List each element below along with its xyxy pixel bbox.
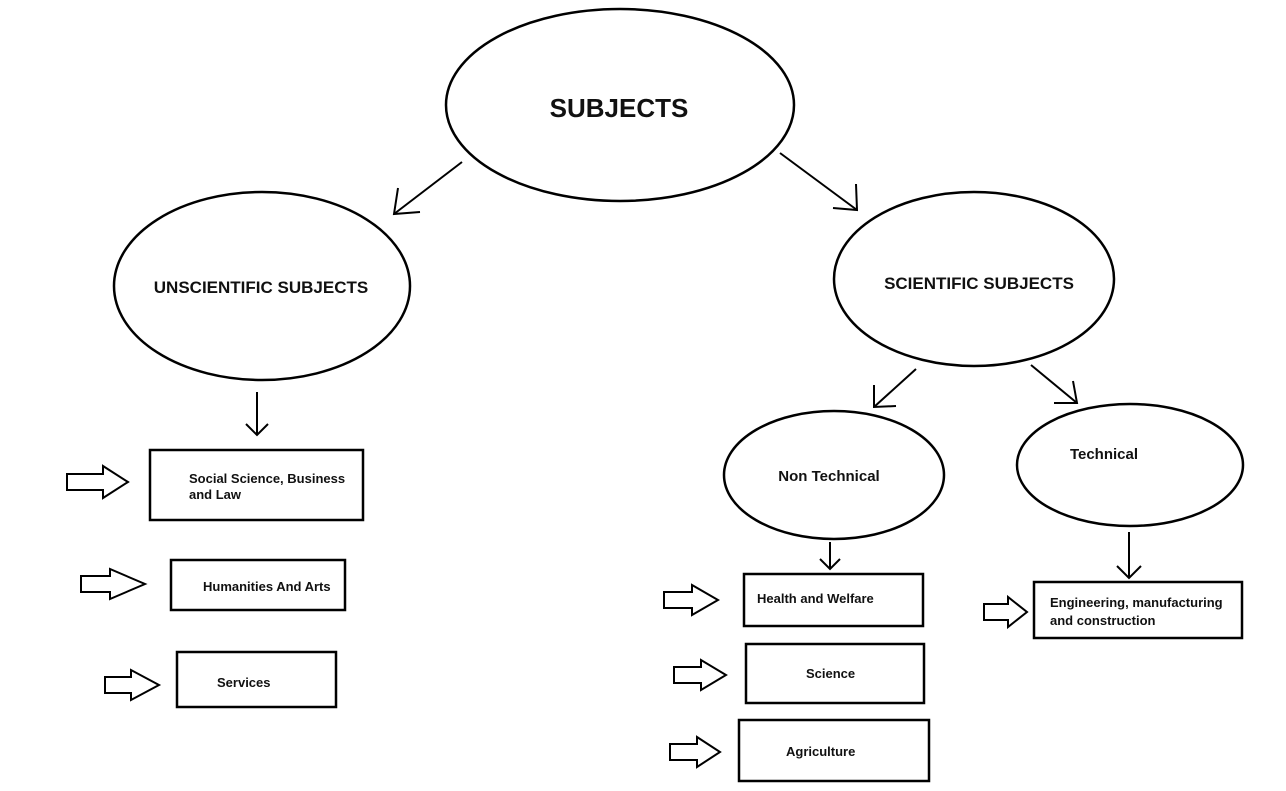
edge-root-to-unscientific xyxy=(392,161,463,216)
box-agriculture-label: Agriculture xyxy=(786,744,855,759)
edge-scientific-to-non-technical xyxy=(873,368,917,409)
node-technical-label: Technical xyxy=(1070,446,1138,463)
box-engineering-line2: and construction xyxy=(1050,613,1156,628)
box-agriculture: Agriculture xyxy=(737,718,931,783)
block-arrow-humanities xyxy=(80,567,148,601)
box-services-label: Services xyxy=(217,675,271,690)
box-engineering-line1: Engineering, manufacturing xyxy=(1050,595,1223,610)
node-technical: Technical xyxy=(1015,402,1245,528)
node-scientific-subjects: SCIENTIFIC SUBJECTS xyxy=(832,190,1116,368)
block-arrow-services xyxy=(104,668,162,702)
edge-root-to-scientific xyxy=(779,152,859,212)
node-subjects-label: SUBJECTS xyxy=(550,93,689,123)
block-arrow-health xyxy=(663,583,721,617)
box-humanities-and-arts: Humanities And Arts xyxy=(169,558,347,612)
node-subjects: SUBJECTS xyxy=(444,7,796,203)
box-science-label: Science xyxy=(806,666,855,681)
edge-technical-down xyxy=(1116,532,1142,580)
box-engineering-manufacturing-construction: Engineering, manufacturing and construct… xyxy=(1032,580,1244,640)
node-scientific-label: SCIENTIFIC SUBJECTS xyxy=(884,274,1074,293)
box-social-line1: Social Science, Business xyxy=(189,471,345,486)
block-arrow-social xyxy=(66,464,130,500)
block-arrow-agriculture xyxy=(669,735,722,769)
box-science: Science xyxy=(744,642,926,705)
node-unscientific-subjects: UNSCIENTIFIC SUBJECTS xyxy=(112,190,412,382)
box-health-and-welfare: Health and Welfare xyxy=(742,572,925,628)
box-humanities-label: Humanities And Arts xyxy=(203,579,331,594)
node-unscientific-label: UNSCIENTIFIC SUBJECTS xyxy=(154,278,368,297)
box-social-line2: and Law xyxy=(189,487,242,502)
box-social-science-business-law: Social Science, Business and Law xyxy=(148,448,365,522)
box-services: Services xyxy=(175,650,338,709)
edge-unscientific-down xyxy=(245,392,269,437)
block-arrow-science xyxy=(673,658,728,692)
block-arrow-engineering xyxy=(983,594,1029,630)
node-non-technical-label: Non Technical xyxy=(778,468,879,485)
node-non-technical: Non Technical xyxy=(722,409,946,541)
edge-scientific-to-technical xyxy=(1030,364,1079,404)
edge-non-technical-down xyxy=(819,542,841,571)
box-health-label: Health and Welfare xyxy=(757,591,874,606)
